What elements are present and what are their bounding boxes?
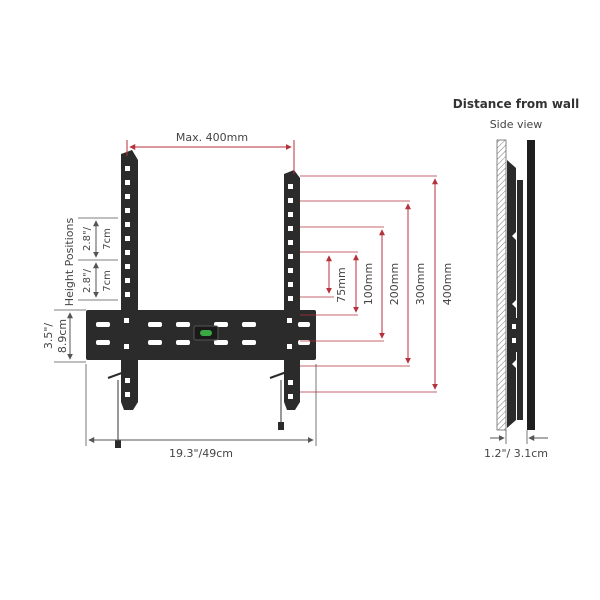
mount-profile xyxy=(507,160,523,428)
height-step-cm-2: 7cm xyxy=(102,270,113,292)
vesa-200-label: 200mm xyxy=(388,263,401,305)
tv-panel xyxy=(527,140,535,430)
depth-label: 1.2"/ 3.1cm xyxy=(484,447,548,460)
height-positions-label: Height Positions xyxy=(63,218,76,307)
plate-offset-dimension: 3.5"/ 8.9cm xyxy=(42,309,86,363)
depth-dimension: 1.2"/ 3.1cm xyxy=(484,430,548,460)
overall-width-label: 19.3"/49cm xyxy=(169,447,233,460)
max-width-label: Max. 400mm xyxy=(176,131,248,144)
vesa-75-label: 75mm xyxy=(335,267,348,302)
wall xyxy=(496,139,507,431)
side-view: Distance from wall Side view 1.2"/ 3.1cm xyxy=(453,97,580,460)
vesa-300-label: 300mm xyxy=(414,263,427,305)
vesa-dimensions: 75mm 100mm 200mm 300mm 400mm xyxy=(300,175,454,393)
height-step-inch-1: 2.8"/ xyxy=(82,226,93,251)
safety-cord-right xyxy=(269,369,293,430)
height-step-cm-1: 7cm xyxy=(102,228,113,250)
plate-offset-inch: 3.5"/ xyxy=(42,323,55,350)
front-view: Max. 400mm 75mm 100mm 200mm 300mm xyxy=(42,131,454,460)
vesa-100-label: 100mm xyxy=(362,263,375,305)
bubble-level-icon xyxy=(193,325,219,341)
plate-offset-cm: 8.9cm xyxy=(56,319,69,353)
side-view-subtitle: Side view xyxy=(490,118,543,131)
max-width-dimension: Max. 400mm xyxy=(126,131,295,174)
height-positions-dimension: Height Positions 2.8"/ 7cm 2.8"/ 7cm xyxy=(63,218,118,307)
side-view-title: Distance from wall xyxy=(453,97,580,111)
safety-cord-left xyxy=(107,369,131,448)
overall-width-dimension: 19.3"/49cm xyxy=(85,364,317,460)
right-vertical-arm xyxy=(284,170,300,410)
height-step-inch-2: 2.8"/ xyxy=(82,268,93,293)
vesa-400-label: 400mm xyxy=(441,263,454,305)
